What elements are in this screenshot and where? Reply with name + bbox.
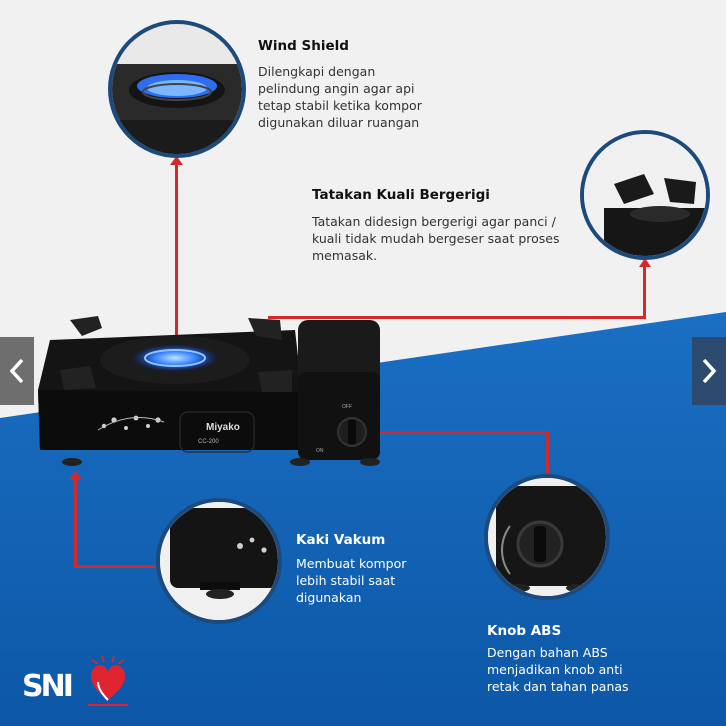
wind-shield-desc: Dilengkapi dengan pelindung angin agar a… (258, 64, 422, 130)
leader-wind-shield (175, 160, 178, 338)
next-button[interactable] (692, 337, 726, 405)
indonesia-heart-logo (88, 655, 128, 706)
stove-model: CC-200 (198, 439, 219, 445)
tatakan-desc: Tatakan didesign bergerigi agar panci / … (312, 214, 560, 263)
knob-on-label: ON (316, 448, 324, 454)
knob-title: Knob ABS (487, 623, 562, 639)
chevron-right-icon (702, 358, 717, 384)
callout-knob (484, 474, 610, 600)
prev-button[interactable] (0, 337, 34, 405)
stove-brand: Miyako (206, 422, 240, 433)
chevron-left-icon (9, 358, 24, 384)
leader-knob-h (376, 431, 549, 434)
leader-knob-v (546, 431, 549, 475)
leader-kaki-v (74, 476, 77, 568)
callout-tatakan (580, 130, 710, 260)
leader-tatakan-h (268, 316, 646, 319)
sni-logo: SNI (22, 669, 74, 704)
svg-text:SNI: SNI (22, 669, 72, 704)
leader-kaki-h (74, 565, 156, 568)
wind-shield-title: Wind Shield (258, 38, 349, 54)
knob-desc: Dengan bahan ABS menjadikan knob anti re… (487, 645, 629, 694)
knob-off-label: OFF (342, 404, 352, 410)
leader-tatakan-v (643, 262, 646, 319)
stove-image: Miyako CC-200 OFF ON (38, 316, 380, 466)
kaki-desc: Membuat kompor lebih stabil saat digunak… (296, 556, 407, 605)
tatakan-title: Tatakan Kuali Bergerigi (312, 187, 490, 203)
kaki-title: Kaki Vakum (296, 532, 386, 548)
callout-kaki (156, 498, 282, 624)
callout-wind-shield (108, 20, 246, 158)
